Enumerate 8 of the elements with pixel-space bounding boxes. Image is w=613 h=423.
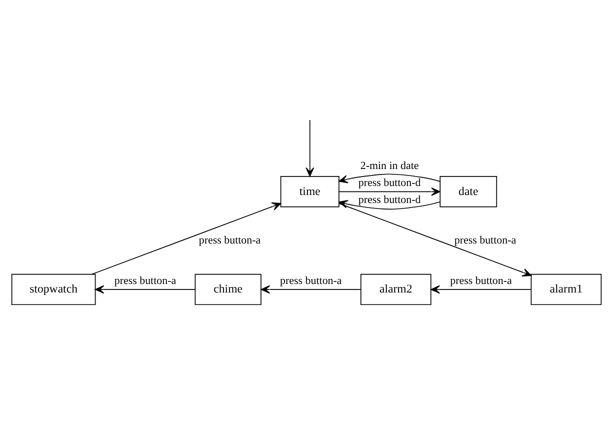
edge-label: press button-d [358, 176, 421, 189]
edge-label: press button-d [358, 193, 421, 206]
edge-label: press button-a [114, 274, 176, 286]
edge-label: press button-a [454, 234, 516, 246]
edge-label: 2-min in date [360, 160, 419, 172]
edge-label: press button-a [198, 234, 261, 246]
edge-label: press button-a [280, 274, 342, 286]
edge-label: press button-a [450, 274, 512, 286]
